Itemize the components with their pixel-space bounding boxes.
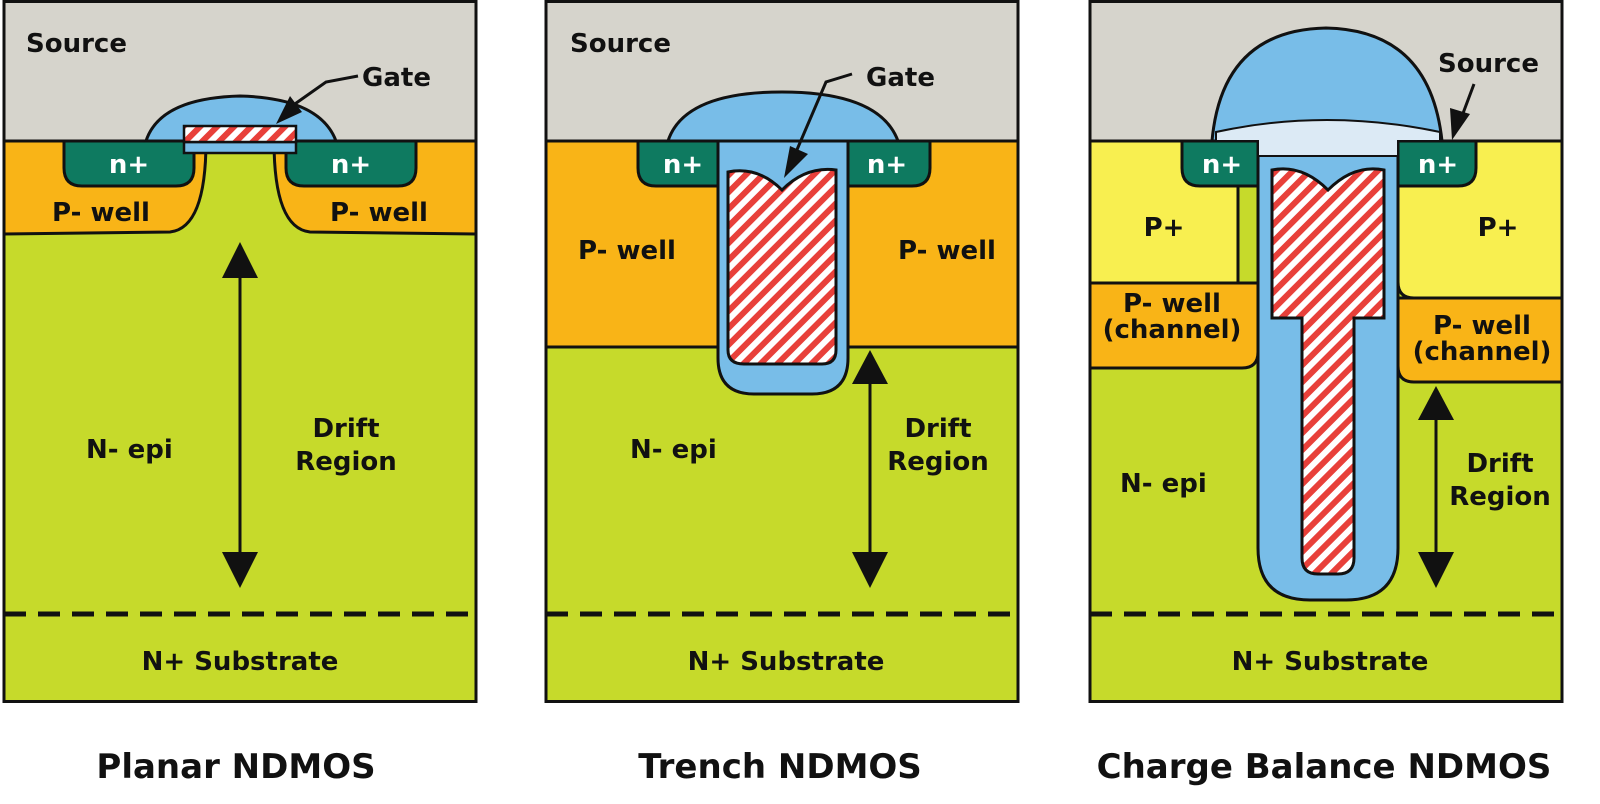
p-well-left-label: P- well xyxy=(1123,289,1221,319)
substrate-label: N+ Substrate xyxy=(142,647,339,677)
n-plus-left-label: n+ xyxy=(109,150,149,180)
panel-border xyxy=(2,0,478,703)
trench-gate-poly xyxy=(726,167,838,366)
p-well-left-label: P- well xyxy=(578,236,676,266)
shield-electrode xyxy=(1270,167,1386,576)
substrate-label: N+ Substrate xyxy=(688,647,885,677)
trench-caption: Trench NDMOS xyxy=(638,747,922,787)
substrate-label: N+ Substrate xyxy=(1232,647,1429,677)
n-plus-right xyxy=(846,139,932,188)
substrate-region xyxy=(4,614,476,702)
substrate-region xyxy=(546,614,1018,702)
drift-arrow xyxy=(222,242,258,588)
oxide-cap-light xyxy=(1215,119,1441,157)
drift-label-line2: Region xyxy=(1449,482,1551,512)
gate-label: Gate xyxy=(866,63,935,93)
n-epi-label: N- epi xyxy=(86,435,173,465)
n-plus-left xyxy=(636,139,720,188)
gate-oxide-dome xyxy=(665,90,901,143)
drift-label-line1: Drift xyxy=(312,414,379,444)
n-plus-left-label: n+ xyxy=(663,150,703,180)
p-well-right-label: P- well xyxy=(898,236,996,266)
p-plus-left-label: P+ xyxy=(1144,213,1185,243)
drift-label-line1: Drift xyxy=(1466,449,1533,479)
planar-ndmos-panel: Source Gate n+ n+ P- well P- well N- epi… xyxy=(2,0,478,787)
p-well-right-label: P- well xyxy=(330,198,428,228)
source-label: Source xyxy=(26,29,127,59)
trench-ndmos-panel: Source Gate n+ n+ P- well P- well N- epi… xyxy=(544,0,1020,787)
p-well-right-sublabel: (channel) xyxy=(1413,337,1552,367)
n-plus-right-label: n+ xyxy=(331,150,371,180)
drift-label-line2: Region xyxy=(295,447,397,477)
p-plus-right-label: P+ xyxy=(1478,213,1519,243)
source-pointer-arrow xyxy=(1450,83,1476,140)
gate-label: Gate xyxy=(362,63,431,93)
charge-balance-ndmos-panel: Source n+ n+ P+ P+ P- well (channel) P- … xyxy=(1088,0,1564,787)
n-plus-right xyxy=(284,139,418,188)
source-label: Source xyxy=(1438,49,1539,79)
source-label: Source xyxy=(570,29,671,59)
panel-border xyxy=(544,0,1020,703)
p-well-right-label: P- well xyxy=(1433,311,1531,341)
drift-arrow xyxy=(852,350,888,588)
drift-label-line2: Region xyxy=(887,447,989,477)
p-well-left-sublabel: (channel) xyxy=(1103,315,1242,345)
n-plus-right-label: n+ xyxy=(1418,150,1458,180)
n-epi-label: N- epi xyxy=(630,435,717,465)
gate-oxide-dome xyxy=(1210,26,1444,143)
thin-gate-oxide xyxy=(182,140,298,155)
substrate-region xyxy=(1090,614,1562,702)
n-epi-label: N- epi xyxy=(1120,469,1207,499)
drift-label-line1: Drift xyxy=(904,414,971,444)
drift-arrow xyxy=(1418,386,1454,588)
p-well-left-label: P- well xyxy=(52,198,150,228)
n-plus-left xyxy=(62,139,196,188)
panel-border xyxy=(1088,0,1564,703)
n-plus-left-label: n+ xyxy=(1202,150,1242,180)
n-plus-left xyxy=(1180,139,1260,188)
planar-gate-poly xyxy=(182,124,298,144)
n-plus-right-label: n+ xyxy=(867,150,907,180)
gate-pointer-arrow xyxy=(784,72,853,178)
n-plus-right xyxy=(1396,139,1478,188)
gate-pointer-arrow xyxy=(276,74,359,124)
planar-caption: Planar NDMOS xyxy=(96,747,375,787)
charge-balance-caption: Charge Balance NDMOS xyxy=(1097,747,1552,787)
